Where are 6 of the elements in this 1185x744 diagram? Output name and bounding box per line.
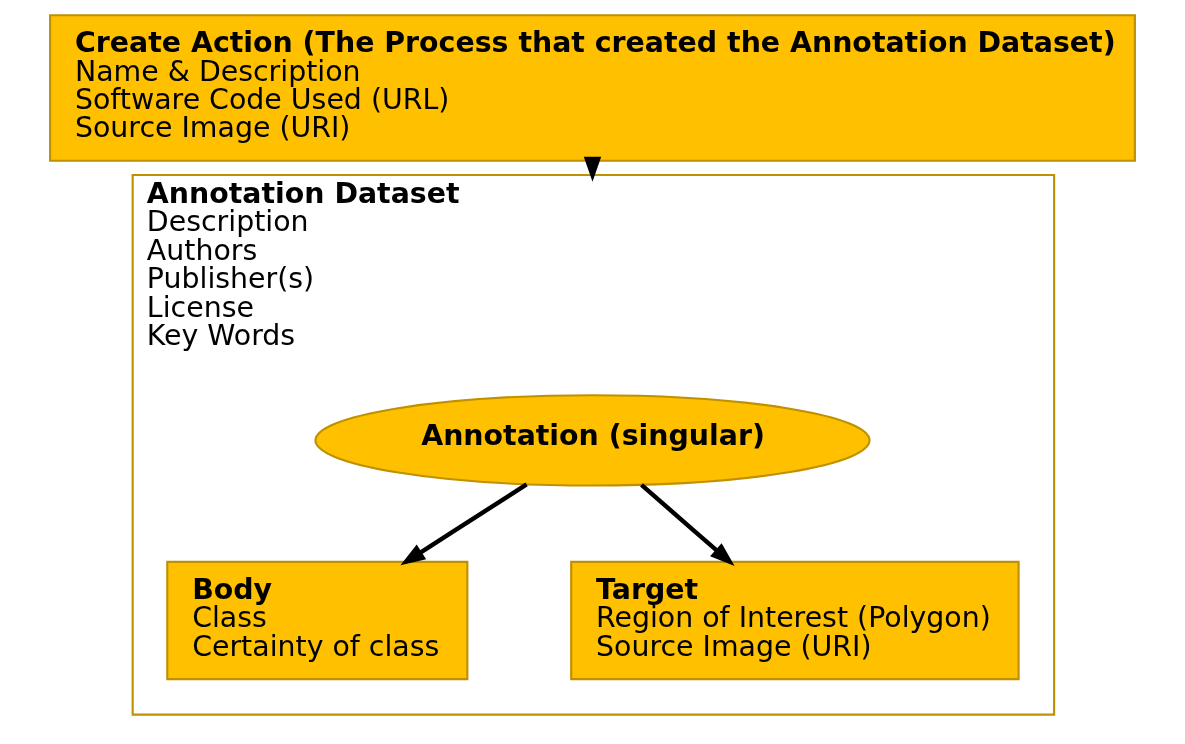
arrow xyxy=(583,156,602,182)
node-ellipse: Annotation (singular) xyxy=(314,394,871,487)
arrow xyxy=(640,483,735,567)
arrow xyxy=(400,482,528,566)
node-box: Body Class Certainty of class xyxy=(166,560,469,681)
node-box: Target Region of Interest (Polygon) Source Image (URI) xyxy=(570,560,1020,681)
